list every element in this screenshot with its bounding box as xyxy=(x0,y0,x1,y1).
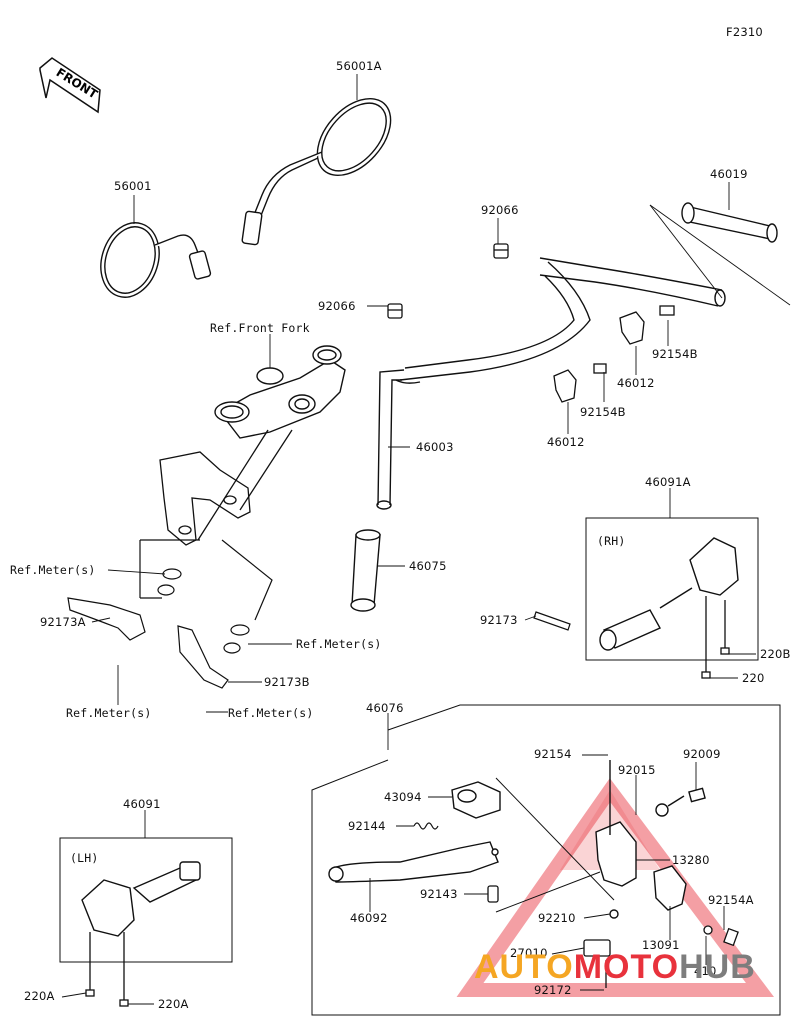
label-bolt-92154: 92154 xyxy=(534,747,572,761)
grip-left-46075 xyxy=(350,529,381,612)
label-ref-meter-2: Ref.Meter(s) xyxy=(296,637,382,651)
switch-right-46091a xyxy=(599,537,739,651)
rh-box xyxy=(585,517,759,661)
label-holder-2: 46012 xyxy=(547,435,585,449)
label-handlebar: 46003 xyxy=(416,440,454,454)
label-bolt-92154a: 92154A xyxy=(708,893,754,907)
lever-46092 xyxy=(328,841,499,883)
lever-holder-13280 xyxy=(595,760,706,919)
label-screw-92172: 92172 xyxy=(534,983,572,997)
screws-rh xyxy=(701,596,730,679)
label-bolt-holder-2: 92154B xyxy=(580,405,626,419)
diagram-code: F2310 xyxy=(726,25,763,39)
label-plug-lower: 92066 xyxy=(318,299,356,313)
label-lever-asm: 46076 xyxy=(366,701,404,715)
handlebar-46003 xyxy=(376,257,726,510)
label-ref-meter-3: Ref.Meter(s) xyxy=(66,706,152,720)
label-spring-92144: 92144 xyxy=(348,819,386,833)
switch-27010 xyxy=(583,925,739,988)
label-switch-lh-asm: 46091 xyxy=(123,797,161,811)
cover-43094 xyxy=(451,781,501,819)
label-screw-220b: 220B xyxy=(760,647,791,661)
label-ref-front-fork: Ref.Front Fork xyxy=(210,321,310,335)
watermark-text: AUTOMOTOHUB xyxy=(474,948,756,987)
label-mirror-right: 56001A xyxy=(336,59,382,73)
meter-brackets-small xyxy=(67,539,273,689)
label-lever-46092: 46092 xyxy=(350,911,388,925)
label-cover-43094: 43094 xyxy=(384,790,422,804)
label-nut-92210: 92210 xyxy=(538,911,576,925)
label-collar-92143: 92143 xyxy=(420,887,458,901)
watermark-auto: AUTO xyxy=(474,948,574,986)
label-clamp-13091: 13091 xyxy=(642,938,680,952)
lh-box xyxy=(59,837,233,963)
label-band: 92173 xyxy=(480,613,518,627)
label-screw-220a-1: 220A xyxy=(24,989,55,1003)
label-holder-1: 46012 xyxy=(617,376,655,390)
front-arrow-icon: FRONT xyxy=(39,57,101,114)
switch-left-46091 xyxy=(81,861,201,937)
bar-end-plug-lower xyxy=(387,303,403,319)
mirror-right xyxy=(241,97,392,246)
mirror-left xyxy=(100,222,212,298)
label-switch-rh-asm: 46091A xyxy=(645,475,691,489)
label-ref-meter-1: Ref.Meter(s) xyxy=(10,563,96,577)
bar-end-plug-upper xyxy=(493,243,509,259)
screws-lh xyxy=(85,932,129,1007)
meter-bracket xyxy=(159,429,293,546)
label-rh-box: (RH) xyxy=(597,534,626,548)
label-bolt-holder-1: 92154B xyxy=(652,347,698,361)
label-screw-220a-2: 220A xyxy=(158,997,189,1011)
label-bracket-right: 92173B xyxy=(264,675,310,689)
label-grip-left: 46075 xyxy=(409,559,447,573)
label-plug-upper: 92066 xyxy=(481,203,519,217)
label-ref-meter-4: Ref.Meter(s) xyxy=(228,706,314,720)
label-bracket-left: 92173A xyxy=(40,615,86,629)
spring-92144 xyxy=(413,822,439,830)
label-bolt-92009: 92009 xyxy=(683,747,721,761)
label-holder-13280: 13280 xyxy=(672,853,710,867)
grip-right-46019 xyxy=(681,202,778,243)
label-washer-410: 410 xyxy=(694,964,717,978)
lever-box xyxy=(311,704,781,1016)
leader-lines xyxy=(61,74,791,1005)
watermark-moto: MOTO xyxy=(573,948,680,986)
label-switch-27010: 27010 xyxy=(510,946,548,960)
handlebar-holders xyxy=(553,305,675,403)
watermark-hub: HUB xyxy=(679,948,756,986)
label-collar-92015: 92015 xyxy=(618,763,656,777)
label-mirror-left: 56001 xyxy=(114,179,152,193)
label-lh-box: (LH) xyxy=(70,851,99,865)
label-screw-220: 220 xyxy=(742,671,765,685)
collar-92143 xyxy=(487,885,499,903)
label-grip-right: 46019 xyxy=(710,167,748,181)
top-triple-clamp xyxy=(214,345,346,439)
band-92173 xyxy=(533,611,571,631)
